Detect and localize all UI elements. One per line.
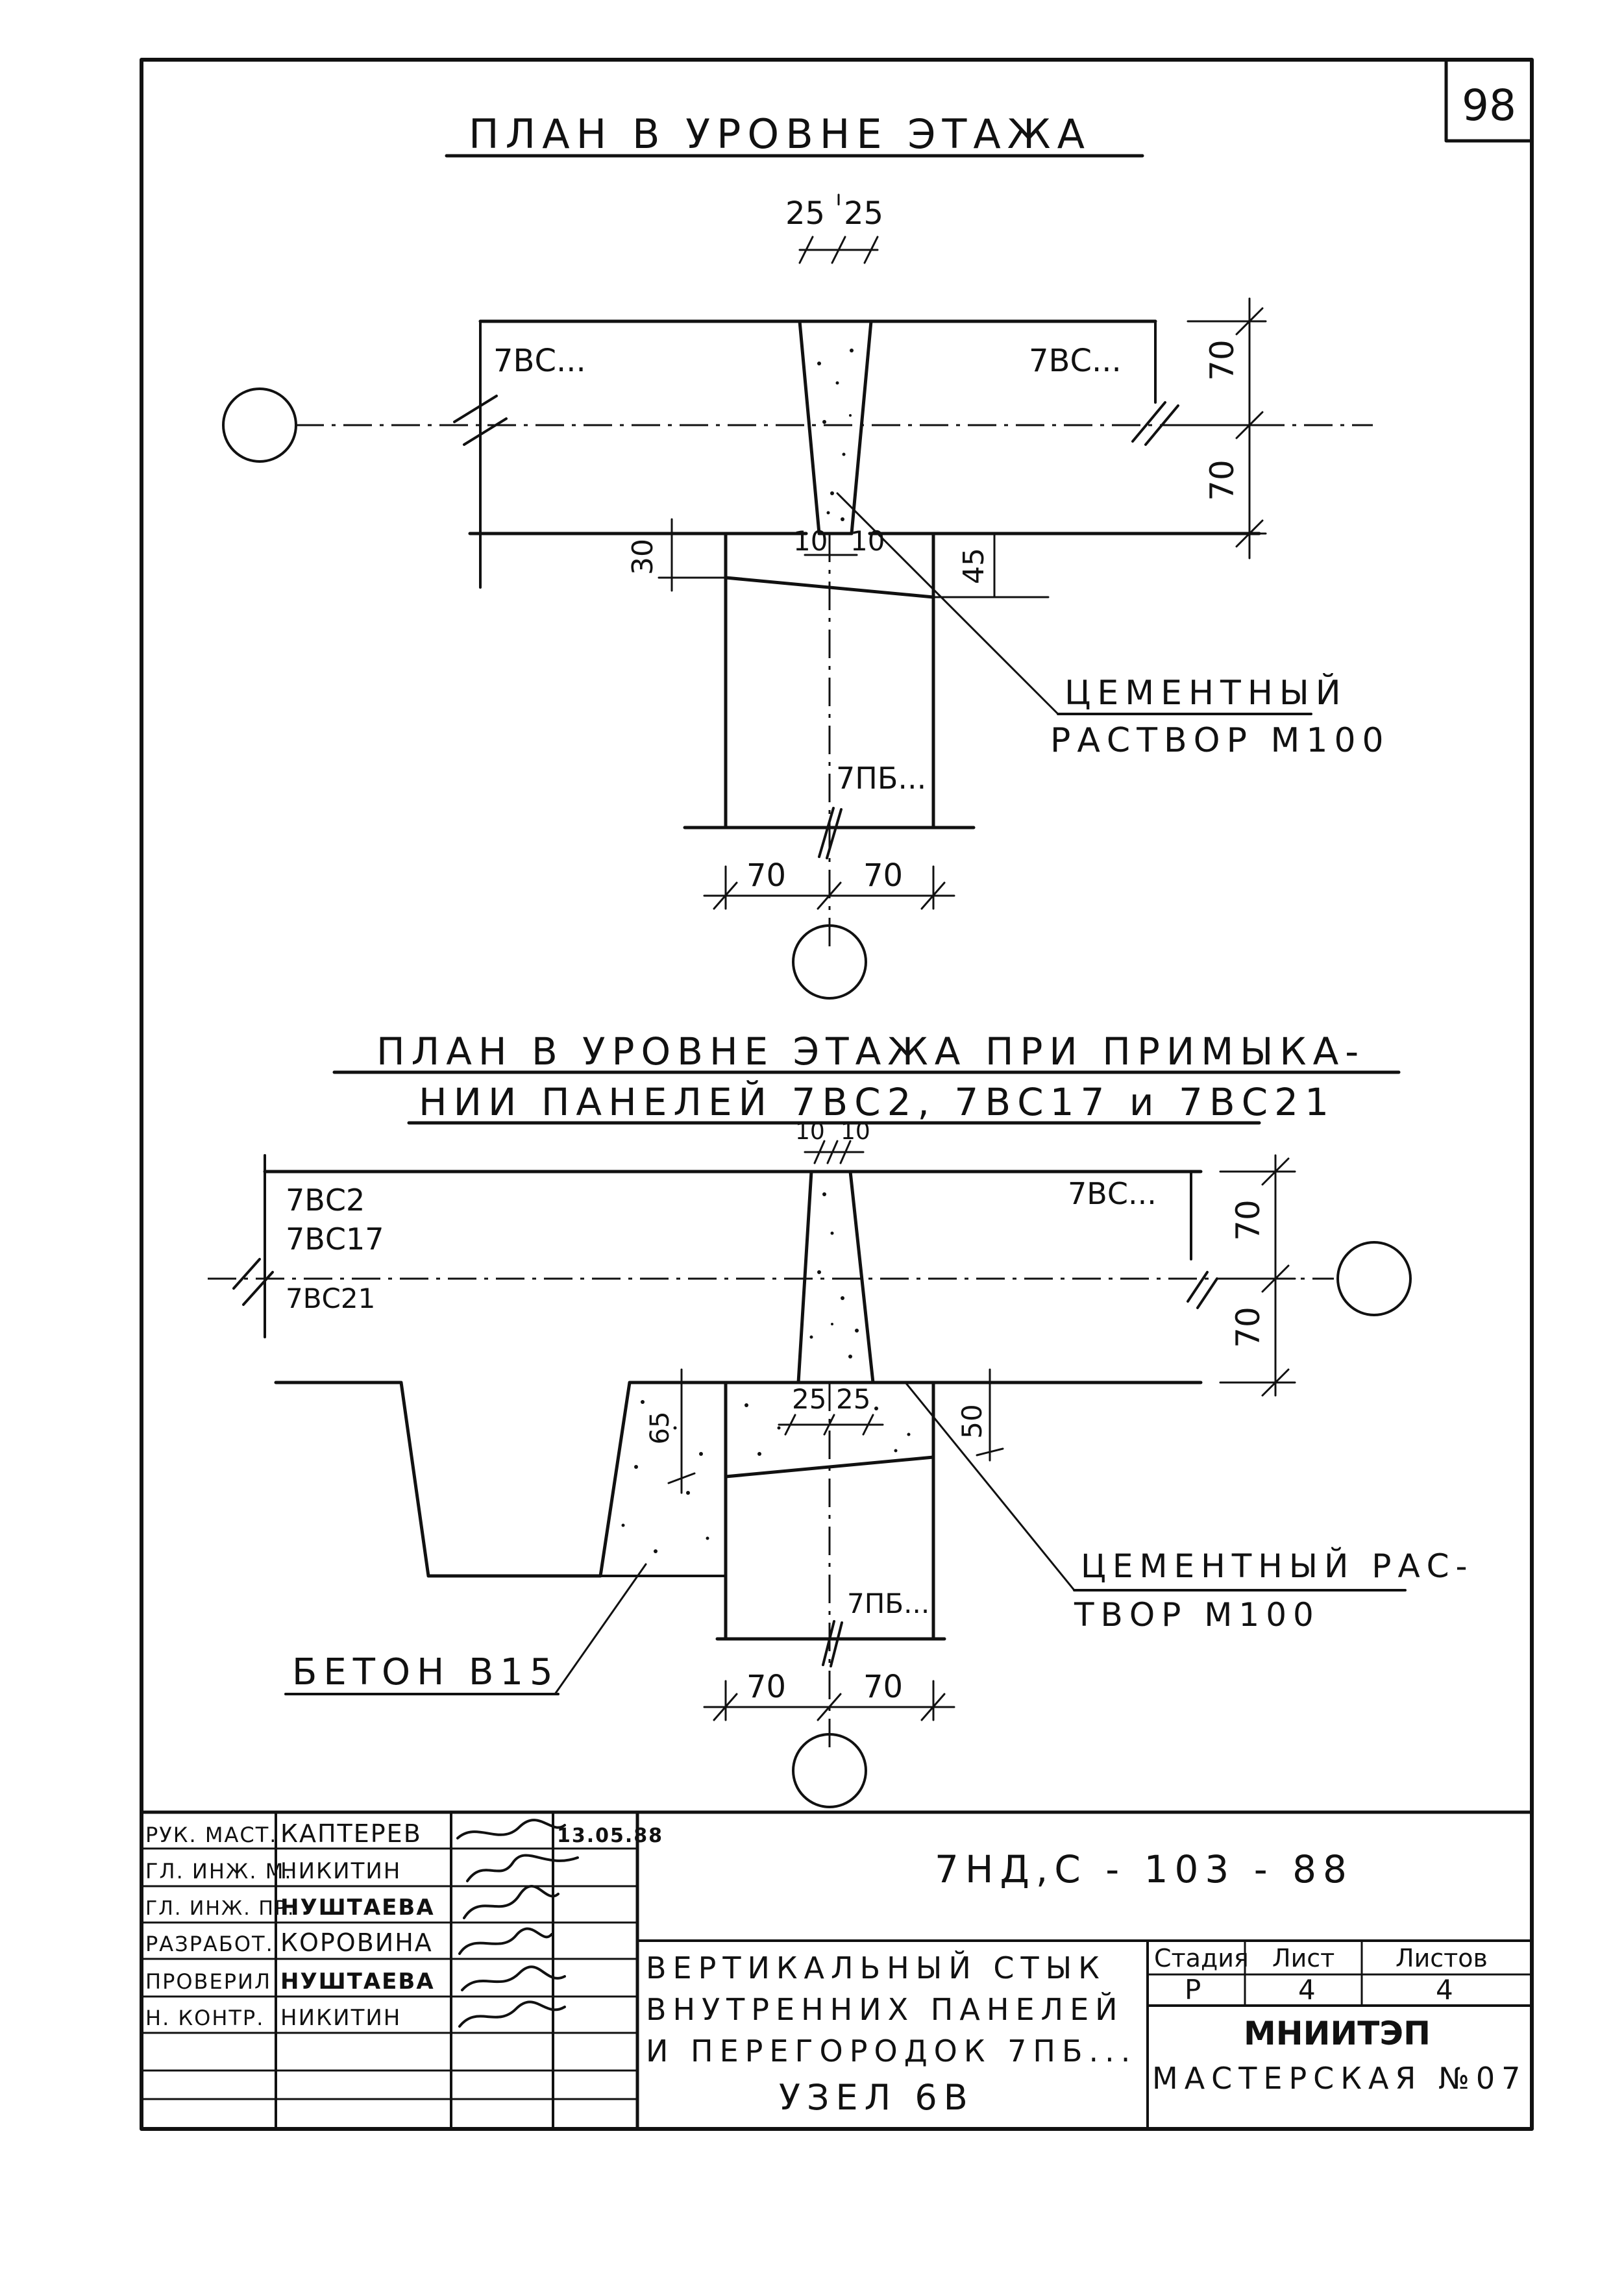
view2-panel-right: 7ВС... [1068,1176,1157,1211]
tb-stage-header: Стадия [1154,1944,1249,1973]
view2-panel-left-1: 7ВС2 [286,1183,365,1218]
view2-partition-label: 7ПБ... [847,1588,929,1619]
tb-name-4: НУШТАЕВА [280,1969,435,1995]
tb-name-5: НИКИТИН [280,2005,401,2031]
view2-panel-left-3: 7ВС21 [286,1283,375,1314]
view1-dim-top-left: 25 [785,195,825,232]
tb-description-3: УЗЕЛ 6В [779,2077,974,2118]
view1-axis-horizontal [222,387,1373,463]
tb-name-0: КАПТЕРЕВ [280,1819,422,1848]
tb-role-1: ГЛ. ИНЖ. М. [145,1859,293,1884]
view2-dim-50: 50 [956,1404,988,1438]
view2-partition: 7ПБ... [715,1381,946,1752]
view1-dim-top-right: 25 [844,195,883,232]
view1-axis-bubble-bottom [792,924,867,1000]
view1-partition-label: 7ПБ... [836,761,926,796]
view1-dim-gap-right: 10 [850,525,885,557]
view1-callout-line1: ЦЕМЕНТНЫЙ [1064,673,1347,713]
view2-dim-top: 10 10 [795,1118,870,1164]
view2-dim-right-lower: 70 [1229,1307,1267,1348]
view2-axis-horizontal [208,1241,1412,1316]
view2-concrete-label: БЕТОН В15 [292,1651,560,1693]
view2-dim-top-left: 10 [795,1118,825,1145]
tb-organization: МНИИТЭП [1244,2015,1431,2052]
view2-dim-bottom-right: 70 [863,1669,903,1705]
view2-panel-left-2: 7ВС17 [286,1222,384,1257]
view2-plan: ПЛАН В УРОВНЕ ЭТАЖА ПРИ ПРИМЫКА- НИИ ПАН… [208,1029,1474,1808]
view1-partition: 7ПБ... [683,532,976,954]
view2-title-line1: ПЛАН В УРОВНЕ ЭТАЖА ПРИ ПРИМЫКА- [376,1029,1365,1074]
view1-panel-left-label: 7ВС... [493,343,586,379]
view1-callout: ЦЕМЕНТНЫЙ РАСТВОР М100 [836,492,1390,760]
view1-panel-right-label: 7ВС... [1029,343,1122,379]
sheet-frame [140,58,1534,2131]
view1-axis-bubble-left [222,387,297,463]
view2-dim-bottom: 70 70 [703,1669,955,1808]
view1-dim-left-small: 30 [626,539,659,575]
view2-dim-inner-right: 25 [836,1383,870,1415]
view2-dim-right: 70 70 [1219,1154,1296,1397]
view1-dim-gap-left: 10 [793,525,828,557]
tb-sheet-value: 4 [1298,1974,1316,2006]
view1-dim-right: 70 70 [1187,297,1267,559]
tb-name-3: КОРОВИНА [280,1928,433,1957]
view2-axis-bubble-right [1336,1241,1412,1316]
view2-dim-right-upper: 70 [1229,1199,1267,1241]
view2-concrete-infill: 65 [599,1368,727,1577]
view1-mortar-joint [798,319,873,535]
tb-role-5: Н. КОНТР. [145,2006,264,2030]
tb-description-1: ВНУТРЕННИХ ПАНЕЛЕЙ [646,1992,1124,2027]
view2-dim-bottom-left: 70 [746,1669,786,1705]
tb-document-code: 7НД,С - 103 - 88 [935,1847,1353,1891]
view2-axis-bubble-bottom [792,1733,867,1808]
view1-dim-right-lower: 70 [1203,460,1241,501]
view2-title-line2: НИИ ПАНЕЛЕЙ 7ВС2, 7ВС17 и 7ВС21 [419,1079,1335,1124]
tb-description-0: ВЕРТИКАЛЬНЫЙ СТЫК [646,1950,1106,1985]
view2-dim-inner-left: 25 [792,1383,826,1415]
view2-dim-top-right: 10 [841,1118,870,1145]
tb-role-3: РАЗРАБОТ. [145,1932,274,1956]
tb-sheet-header: Лист [1272,1944,1335,1973]
tb-name-1: НИКИТИН [280,1858,401,1884]
view1-dim-right-upper: 70 [1203,339,1241,381]
view2-callout-mortar: ЦЕМЕНТНЫЙ РАС- ТВОР М100 [904,1381,1474,1634]
view1-dim-bottom-right: 70 [863,857,903,894]
tb-sheets-header: Листов [1396,1944,1488,1973]
title-block: РУК. МАСТ. ГЛ. ИНЖ. М. ГЛ. ИНЖ. ПР. РАЗР… [140,1810,1534,2131]
tb-workshop: МАСТЕРСКАЯ №07 [1152,2061,1527,2096]
tb-name-2: НУШТАЕВА [280,1895,435,1921]
view1-dim-top: 25 25 [785,193,883,264]
view2-dim-inner: 25 25 50 [778,1368,1004,1462]
view2-callout-line1: ЦЕМЕНТНЫЙ РАС- [1081,1547,1474,1585]
view2-dim-65: 65 [645,1412,675,1445]
view2-callout-concrete: БЕТОН В15 [284,1563,647,1695]
view1-callout-line2: РАСТВОР М100 [1050,721,1390,760]
view1-title: ПЛАН В УРОВНЕ ЭТАЖА [469,110,1091,158]
tb-sheets-value: 4 [1436,1974,1453,2006]
view2-wall-panels: 7ВС2 7ВС17 7ВС21 7ВС... [232,1154,1218,1578]
view1-dim-right-small: 45 [957,548,990,584]
sheet-number: 98 [1462,80,1516,130]
view1-dim-bottom: 70 70 [703,857,955,1000]
view1-dim-small: 30 10 10 45 [626,518,1050,598]
tb-role-4: ПРОВЕРИЛ [145,1969,271,1994]
view1-dim-bottom-left: 70 [746,857,786,894]
tb-role-2: ГЛ. ИНЖ. ПР. [145,1897,295,1920]
tb-role-0: РУК. МАСТ. [145,1823,277,1847]
tb-description-2: И ПЕРЕГОРОДОК 7ПБ... [646,2034,1137,2069]
tb-date: 13.05.88 [557,1825,663,1847]
view1-plan: ПЛАН В УРОВНЕ ЭТАЖА 25 25 7ВС... 7ВС... [222,110,1390,1000]
tb-signatures [456,1819,579,2028]
view2-callout-line2: ТВОР М100 [1074,1596,1320,1634]
view2-mortar-joint [796,1170,875,1384]
tb-stage-value: Р [1185,1974,1201,2006]
